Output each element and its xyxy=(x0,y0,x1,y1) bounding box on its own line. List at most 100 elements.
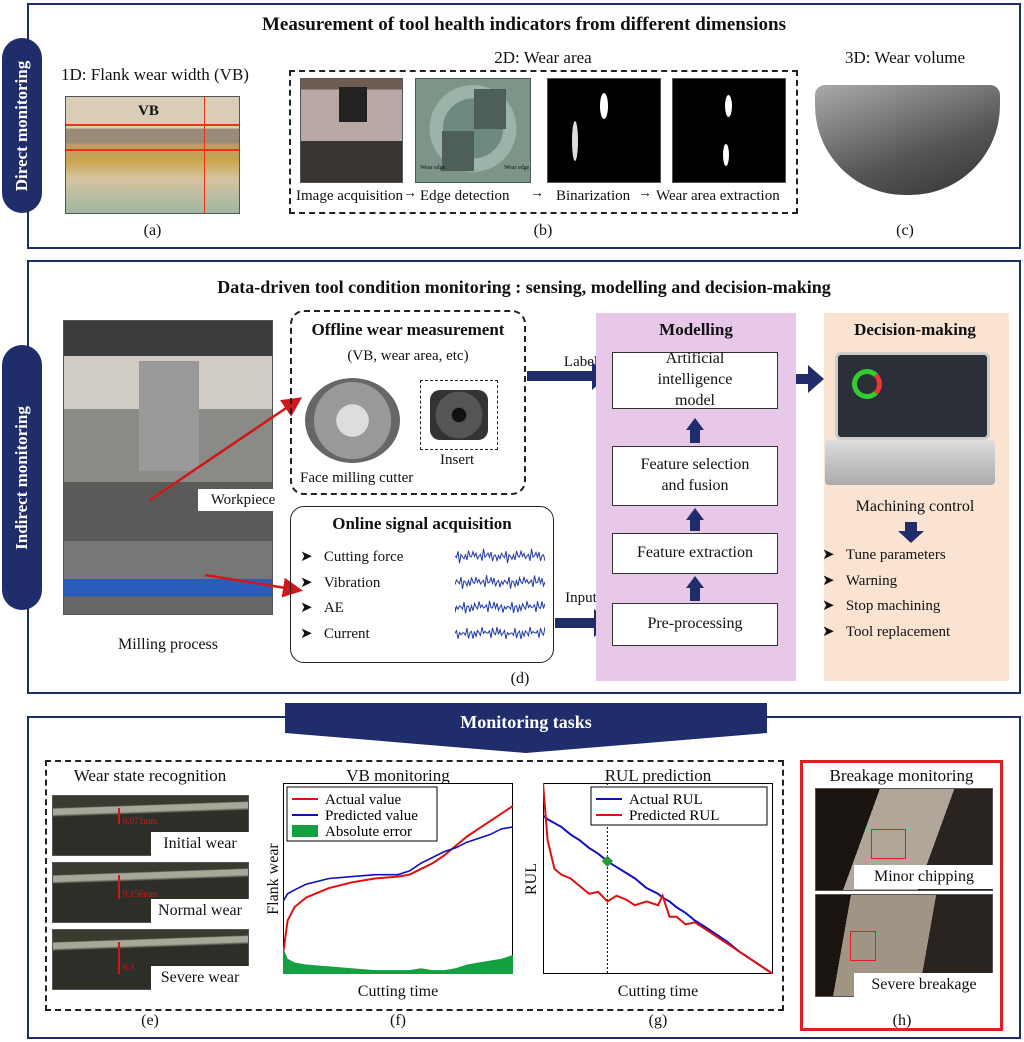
up-arrow-icon xyxy=(686,508,704,520)
insert-image xyxy=(430,390,488,440)
series-absolute-error xyxy=(283,947,513,974)
severe-breakage-image: Severe breakage xyxy=(815,894,994,997)
step-image-acquisition: Image acquisition xyxy=(296,188,404,204)
minor-chipping-label: Minor chipping xyxy=(854,865,994,889)
d-caption: (d) xyxy=(510,670,530,687)
f-caption: (f) xyxy=(390,1012,406,1029)
bullet-arrow-icon: ➤ xyxy=(300,574,313,591)
minor-chipping-image: Minor chipping xyxy=(815,788,994,891)
wear-edge-label: Wear edge xyxy=(504,165,530,171)
arrow-icon: → xyxy=(530,186,544,201)
rul-title: RUL prediction xyxy=(604,766,712,785)
rul-ylabel: RUL xyxy=(523,863,540,895)
e-caption: (e) xyxy=(141,1012,159,1029)
legend-label: Predicted value xyxy=(325,808,418,824)
legend-swatch xyxy=(292,825,318,837)
bullet-arrow-icon: ➤ xyxy=(822,623,835,640)
signal-waveform xyxy=(455,574,545,589)
ai-model-box: Artificial intelligence model xyxy=(612,350,778,409)
offline-subtitle: (VB, wear area, etc) xyxy=(347,348,469,364)
direct-title: Measurement of tool health indicators fr… xyxy=(261,14,787,35)
milling-machine-photo xyxy=(63,320,273,615)
vb-label: VB xyxy=(138,103,159,119)
wear-measure: 0.3 xyxy=(123,962,135,972)
insert-label: Insert xyxy=(440,452,475,468)
rul-xlabel: Cutting time xyxy=(617,983,699,1000)
label-arrow-text: Label xyxy=(560,352,602,372)
a-caption: (a) xyxy=(143,222,162,239)
bullet-arrow-icon: ➤ xyxy=(822,572,835,589)
step-edge-detection: Edge detection xyxy=(420,188,510,204)
breakage-title: Breakage monitoring xyxy=(829,766,974,785)
binarization-image xyxy=(547,78,661,183)
g-caption: (g) xyxy=(648,1012,668,1029)
arrow-icon: → xyxy=(638,186,652,201)
decision-title: Decision-making xyxy=(854,320,976,339)
insert-box xyxy=(420,380,498,450)
signal-waveform xyxy=(455,548,545,564)
signal-item: ➤ Vibration xyxy=(300,574,381,591)
legend-label: Actual RUL xyxy=(629,792,703,808)
breakage-box xyxy=(800,760,1003,1031)
tasks-dashed-box xyxy=(45,760,784,1011)
c-caption: (c) xyxy=(896,222,914,239)
b-title: 2D: Wear area xyxy=(494,48,592,67)
bullet-arrow-icon: ➤ xyxy=(300,549,313,565)
label-arrow xyxy=(527,371,595,381)
bullet-arrow-icon: ➤ xyxy=(822,547,835,563)
severe-breakage-label: Severe breakage xyxy=(854,973,994,997)
signal-waveform xyxy=(455,600,545,614)
decision-item: ➤ Warning xyxy=(822,572,898,589)
up-arrow-icon xyxy=(686,576,704,588)
cutter-label: Face milling cutter xyxy=(300,470,414,486)
h-caption: (h) xyxy=(892,1012,912,1029)
vb-ylabel: Flank wear xyxy=(264,843,282,915)
image-acquisition-photo xyxy=(300,78,403,183)
wear-measure: 0.071mm xyxy=(123,816,158,826)
legend-label: Actual value xyxy=(325,792,402,808)
modelling-title: Modelling xyxy=(659,320,733,339)
edge-detection-photo: Wear edge Wear edge xyxy=(415,78,531,183)
vb-title: VB monitoring xyxy=(346,766,450,785)
offline-wear-box xyxy=(290,310,526,495)
input-arrow xyxy=(555,618,597,628)
milling-caption: Milling process xyxy=(118,636,218,653)
series-predicted-value xyxy=(283,826,513,902)
step-binarization: Binarization xyxy=(556,188,631,204)
wear-state-image: 0.156mm Normal wear xyxy=(52,862,249,923)
legend-box xyxy=(590,786,768,826)
wear-area-extraction-image xyxy=(672,78,786,183)
wear-state-image: 0.3 Severe wear xyxy=(52,929,249,990)
c-title: 3D: Wear volume xyxy=(844,48,966,67)
up-arrow-icon xyxy=(686,418,704,430)
series-actual-value xyxy=(283,805,513,956)
legend-label: Absolute error xyxy=(325,824,412,840)
bullet-arrow-icon: ➤ xyxy=(300,625,313,642)
decision-arrow-head xyxy=(808,365,824,393)
indirect-title: Data-driven tool condition monitoring : … xyxy=(217,277,831,297)
a-title: 1D: Flank wear width (VB) xyxy=(61,65,249,84)
b-caption: (b) xyxy=(533,222,553,239)
signal-waveform xyxy=(455,626,545,639)
signal-item: ➤ Cutting force xyxy=(300,549,404,565)
signal-item: ➤ AE xyxy=(300,600,344,616)
series-predicted-rul xyxy=(543,783,773,974)
bullet-arrow-icon: ➤ xyxy=(822,598,835,614)
face-milling-cutter-image xyxy=(305,378,400,463)
input-arrow-text: Input xyxy=(560,588,602,608)
down-arrow-icon xyxy=(905,522,917,532)
wear-area-pipeline xyxy=(289,70,798,214)
online-signal-box xyxy=(290,506,554,663)
wear-state-image: 0.071mm Initial wear xyxy=(52,795,249,856)
vb-xlabel: Cutting time xyxy=(357,983,439,1000)
signal-item: ➤ Current xyxy=(300,625,370,642)
cnc-keyboard-image xyxy=(825,440,995,485)
monitoring-tasks-banner xyxy=(285,703,767,753)
pre-processing-box: Pre-processing xyxy=(612,603,778,646)
workpiece-label: Workpiece xyxy=(198,489,288,511)
wear-state-label: Normal wear xyxy=(151,899,249,923)
arrow-icon: → xyxy=(403,186,417,201)
bullet-arrow-icon: ➤ xyxy=(300,600,313,616)
wear-edge-label: Wear edge xyxy=(420,165,446,171)
